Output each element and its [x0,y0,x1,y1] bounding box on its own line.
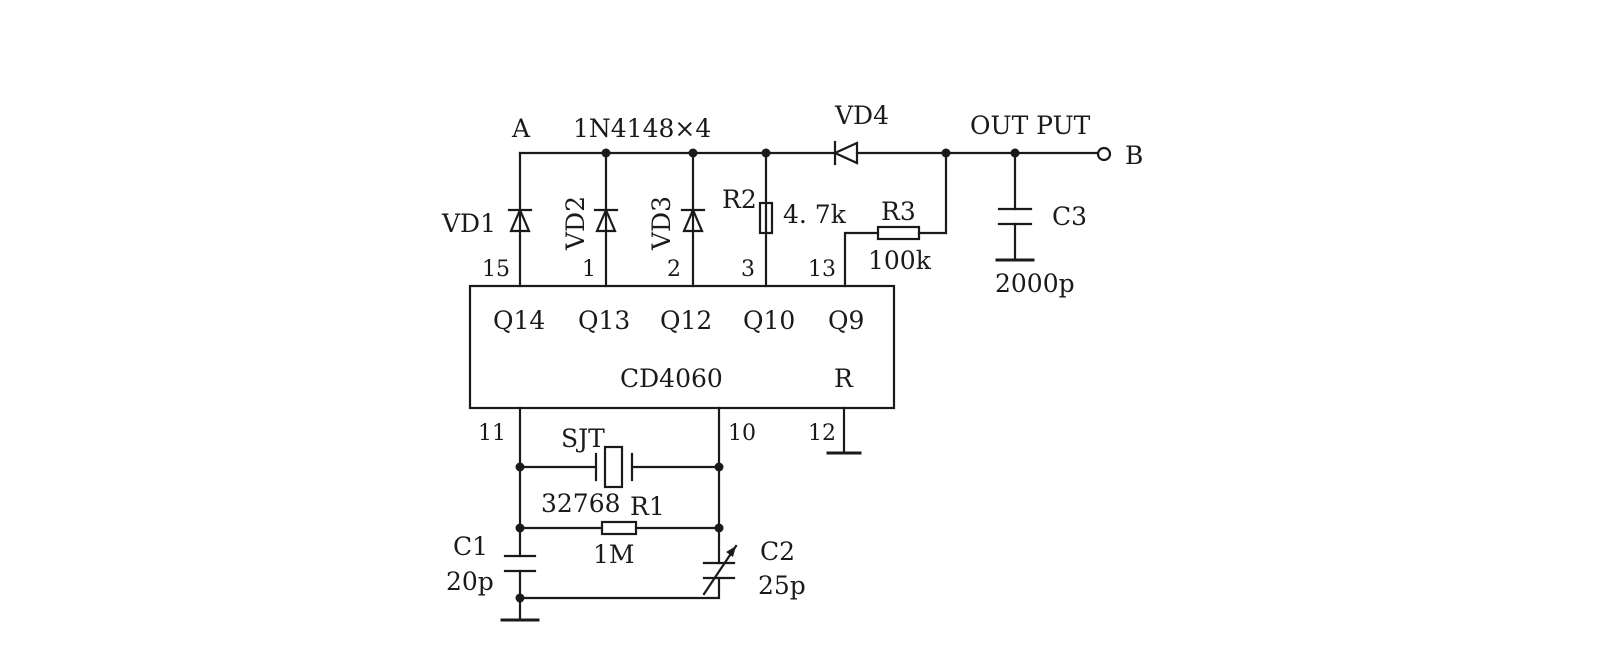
pin-3-label: 3 [741,257,755,282]
diode-vd1 [507,207,533,233]
diode-part-number: 1N4148×4 [573,114,711,143]
resistor-r1 [600,520,638,536]
resistor-r3 [876,225,921,241]
diode-vd3 [680,207,706,233]
pin-10-label: 10 [728,421,756,446]
resistor-r2 [758,201,774,235]
r3-value: 100k [868,246,932,275]
diode-vd2 [593,207,619,233]
oscillator-wires [518,406,846,622]
node-b-label: B [1125,141,1143,170]
crystal-label: SJT [561,424,605,453]
c1-value: 20p [446,567,494,596]
pin-12-label: 12 [808,421,836,446]
ic-output-q9: Q9 [828,306,864,335]
ic-name: CD4060 [620,364,723,393]
output-terminal-b[interactable] [1096,146,1112,162]
c2-value: 25p [758,571,806,600]
vd3-label: VD3 [647,196,676,251]
vd1-label: VD1 [441,209,496,238]
node-a-label: A [511,114,531,143]
vd2-label: VD2 [561,196,590,251]
pin-2-label: 2 [667,257,681,282]
vd4-label: VD4 [834,101,889,130]
ic-output-q12: Q12 [660,306,712,335]
ic-output-q14: Q14 [493,306,545,335]
pin-leads-top [518,151,768,288]
c3-value: 2000p [995,269,1075,298]
pin-15-label: 15 [482,257,510,282]
junction-dots [515,148,1020,603]
r3-label: R3 [881,197,916,226]
r1-value: 1M [593,540,635,569]
ic-output-q13: Q13 [578,306,630,335]
pin-11-label: 11 [478,421,506,446]
c1-label: C1 [453,532,488,561]
crystal-value: 32768 [541,489,621,518]
ic-cd4060-body [468,284,896,410]
r2-label: R2 [722,185,757,214]
r1-label: R1 [630,492,665,521]
crystal-sjt [594,445,634,489]
output-label: OUT PUT [970,111,1091,140]
ic-reset-label: R [834,364,854,393]
pin-1-label: 1 [582,257,596,282]
pin-13-label: 13 [808,257,836,282]
diode-vd4 [832,140,859,166]
capacitor-c2-variable [702,544,738,596]
c3-label: C3 [1052,202,1087,231]
ic-output-q10: Q10 [743,306,795,335]
r3-branch-wire [843,151,948,288]
c2-label: C2 [760,537,795,566]
r2-value: 4. 7k [783,200,847,229]
